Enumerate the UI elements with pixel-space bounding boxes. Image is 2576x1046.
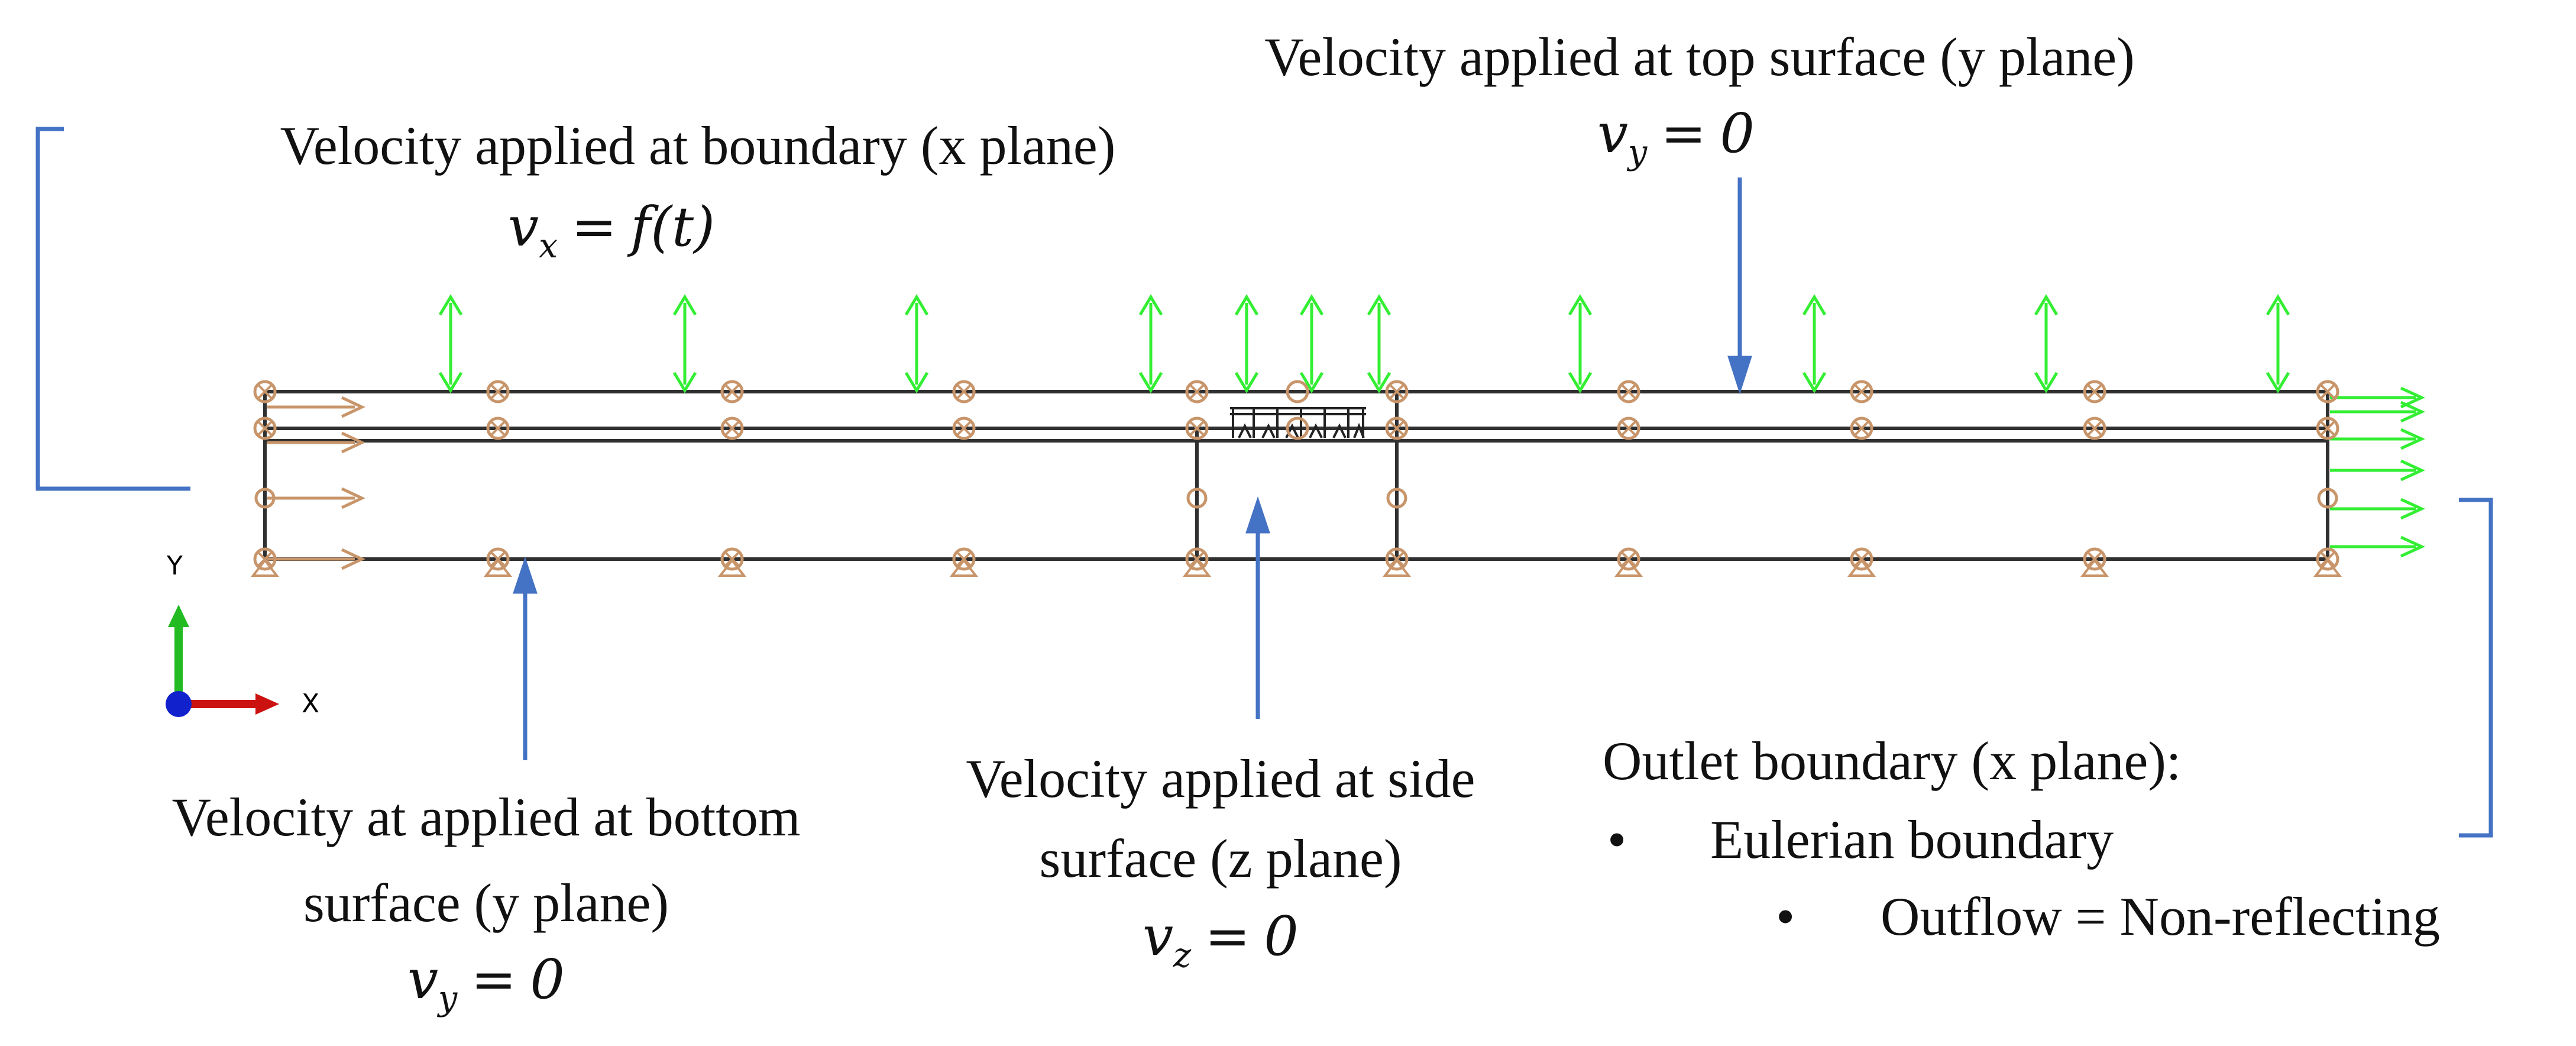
- boundary-condition-symbols: [250, 294, 2426, 577]
- side-surface-line1: Velocity applied at side: [966, 748, 1475, 809]
- outlet-bullet-1: Eulerian boundary: [1710, 809, 2114, 870]
- velocity-bc-icon: [438, 294, 463, 393]
- pinned-support-icon: [2083, 417, 2106, 440]
- pinned-support-icon: [1386, 488, 1407, 509]
- outlet-bracket: [2459, 498, 2493, 838]
- pinned-support-icon: [1182, 547, 1212, 577]
- outlet-arrow-icon: [2330, 535, 2426, 558]
- velocity-bc-icon: [2266, 294, 2290, 393]
- mesh-lines: [263, 390, 2329, 561]
- pinned-support-icon: [253, 417, 277, 440]
- bottom-surface-equation: vy=0: [407, 948, 565, 1018]
- pinned-support-icon: [952, 380, 976, 403]
- outlet-bullet-1-dot: •: [1607, 809, 1627, 870]
- pinned-support-icon: [1617, 380, 1640, 403]
- bottom-surface-line1: Velocity at applied at bottom: [171, 787, 801, 847]
- inlet-arrow-icon: [267, 431, 365, 454]
- pinned-support-icon: [250, 547, 280, 577]
- pinned-support-icon: [949, 547, 979, 577]
- pinned-support-icon: [2083, 380, 2106, 403]
- inlet-boundary-title: Velocity applied at boundary (x plane): [280, 115, 1116, 176]
- pinned-support-icon: [2313, 547, 2342, 577]
- bottom-surface-line2: surface (y plane): [303, 873, 669, 933]
- velocity-bc-icon: [1138, 294, 1163, 393]
- pinned-support-icon: [1382, 547, 1412, 577]
- top-surface-title: Velocity applied at top surface (y plane…: [1264, 27, 2135, 87]
- outlet-bullet-2: Outflow = Non-reflecting: [1881, 886, 2441, 947]
- velocity-bc-icon: [1299, 294, 1324, 393]
- pinned-support-icon: [1614, 547, 1643, 577]
- pinned-support-icon: [1186, 488, 1208, 509]
- y-axis-label: Y: [167, 551, 183, 581]
- z-axis-icon: [166, 691, 192, 717]
- pinned-support-icon: [1385, 417, 1409, 440]
- velocity-bc-icon: [1367, 294, 1391, 393]
- x-axis-label: X: [302, 689, 320, 719]
- pinned-support-icon: [1286, 380, 1309, 440]
- velocity-bc-icon: [1802, 294, 1827, 393]
- pinned-support-icon: [2080, 547, 2109, 577]
- velocity-bc-icon: [1568, 294, 1593, 393]
- inlet-arrow-icon: [267, 396, 365, 418]
- side-surface-line2: surface (z plane): [1039, 828, 1402, 889]
- inlet-arrow-icon: [267, 548, 365, 570]
- pinned-support-icon: [717, 547, 747, 577]
- callout-arrows: [513, 177, 1752, 760]
- pinned-support-icon: [1385, 380, 1409, 403]
- outlet-arrow-icon: [2330, 498, 2426, 520]
- pinned-support-icon: [952, 417, 976, 440]
- pinned-support-icon: [1850, 380, 1873, 403]
- outlet-bullet-2-dot: •: [1776, 886, 1795, 947]
- top-surface-equation: vy=0: [1597, 102, 1755, 172]
- pinned-support-icon: [486, 380, 510, 403]
- pinned-support-icon: [720, 417, 744, 440]
- velocity-bc-icon: [2034, 294, 2059, 393]
- structure-detail: [1230, 407, 1366, 438]
- pinned-support-icon: [486, 417, 510, 440]
- pinned-support-icon: [2316, 380, 2339, 403]
- pinned-support-icon: [483, 547, 513, 577]
- pinned-support-icon: [720, 380, 744, 403]
- pinned-support-icon: [1847, 547, 1876, 577]
- pinned-support-icon: [2316, 417, 2339, 440]
- inlet-arrow-icon: [267, 487, 365, 509]
- outlet-arrow-icon: [2330, 401, 2426, 423]
- pinned-support-icon: [254, 488, 276, 509]
- axis-triad: [166, 605, 279, 717]
- velocity-bc-icon: [672, 294, 697, 393]
- outlet-arrow-icon: [2330, 428, 2426, 450]
- pinned-support-icon: [1185, 417, 1209, 440]
- velocity-bc-icon: [1234, 294, 1259, 393]
- pinned-support-icon: [1185, 380, 1209, 403]
- inlet-bracket: [35, 127, 190, 491]
- pinned-support-icon: [1850, 417, 1873, 440]
- velocity-bc-icon: [904, 294, 929, 393]
- outlet-arrow-icon: [2330, 459, 2426, 482]
- outlet-title: Outlet boundary (x plane):: [1603, 731, 2182, 791]
- pinned-support-icon: [253, 380, 277, 403]
- inlet-boundary-equation: vx=f(t): [507, 195, 716, 266]
- pinned-support-icon: [2317, 488, 2338, 509]
- side-surface-equation: vz=0: [1143, 905, 1299, 975]
- pinned-support-icon: [1617, 417, 1640, 440]
